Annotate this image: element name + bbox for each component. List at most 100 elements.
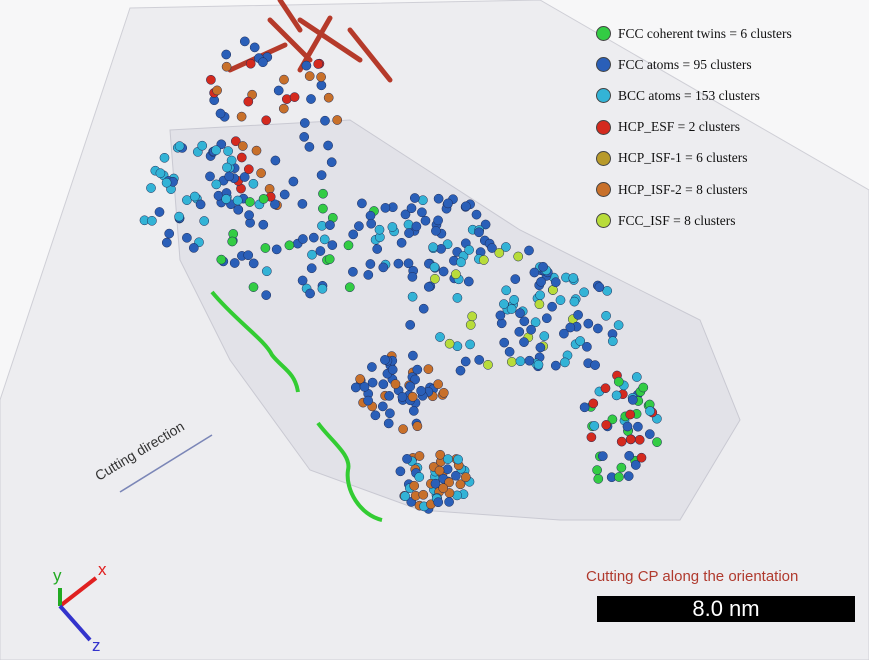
atom xyxy=(575,336,586,346)
atom xyxy=(355,374,365,384)
atom xyxy=(560,357,570,368)
atom xyxy=(408,350,418,361)
atom xyxy=(367,362,377,372)
atom xyxy=(444,497,454,507)
legend-item: FCC_ISF = 8 clusters xyxy=(596,205,856,236)
atom xyxy=(582,341,592,352)
atom xyxy=(510,274,521,284)
atom xyxy=(613,320,624,330)
atom xyxy=(442,464,453,475)
atom xyxy=(316,80,327,91)
atom xyxy=(289,92,300,102)
atom xyxy=(385,408,395,419)
scale-bar: 8.0 nm xyxy=(597,596,855,622)
atom xyxy=(420,215,431,226)
atom xyxy=(501,242,511,252)
atom xyxy=(550,360,561,371)
atom xyxy=(593,474,604,484)
atom xyxy=(182,232,192,243)
atom xyxy=(633,421,643,432)
atom xyxy=(539,331,550,341)
atom xyxy=(601,310,611,321)
atom xyxy=(536,276,546,287)
x-axis-arrow xyxy=(58,576,98,608)
atom xyxy=(428,242,438,253)
atom xyxy=(258,219,269,230)
atom xyxy=(327,240,338,250)
atom xyxy=(387,222,398,232)
atom xyxy=(638,382,649,393)
atom xyxy=(174,141,185,151)
atom xyxy=(304,71,315,81)
atom xyxy=(155,168,166,179)
atom xyxy=(316,170,327,180)
atom xyxy=(625,434,636,445)
atom xyxy=(398,424,408,434)
atom xyxy=(568,273,579,283)
atom xyxy=(589,421,600,431)
atom xyxy=(435,332,445,342)
axes-triad xyxy=(58,576,98,642)
atom xyxy=(301,60,312,71)
atom xyxy=(315,246,326,256)
atom xyxy=(607,336,618,347)
atom xyxy=(229,258,240,268)
atom xyxy=(372,244,383,254)
atom xyxy=(526,324,536,335)
atom xyxy=(248,178,259,189)
atom xyxy=(586,432,597,443)
atom xyxy=(409,480,420,491)
atom xyxy=(243,96,254,107)
atom xyxy=(323,92,334,103)
y-axis-label: y xyxy=(53,566,62,585)
atom xyxy=(463,276,474,287)
atom xyxy=(215,108,226,119)
atom xyxy=(499,299,509,309)
atom xyxy=(506,357,517,367)
atom xyxy=(495,310,506,321)
atom xyxy=(284,240,295,251)
atom xyxy=(395,466,406,477)
atom xyxy=(248,258,259,269)
atom xyxy=(278,103,289,114)
atom xyxy=(417,207,427,218)
atom xyxy=(319,234,330,245)
atom xyxy=(456,257,466,268)
atom xyxy=(239,36,250,47)
atom xyxy=(480,219,491,230)
atom xyxy=(515,356,526,367)
atom xyxy=(529,267,540,278)
atom xyxy=(406,203,417,214)
atom xyxy=(297,199,308,209)
atom xyxy=(154,207,165,217)
legend-swatch xyxy=(596,57,611,73)
atom xyxy=(298,234,308,244)
atom xyxy=(601,420,612,430)
atom xyxy=(506,304,517,314)
atom xyxy=(593,323,603,334)
atom xyxy=(623,471,634,481)
legend-swatch xyxy=(596,182,611,198)
atom xyxy=(318,188,328,199)
atom xyxy=(324,254,335,264)
atom xyxy=(366,218,377,229)
atom xyxy=(645,406,655,416)
atom xyxy=(261,115,272,126)
atom xyxy=(624,450,635,461)
atom xyxy=(411,221,422,232)
atom xyxy=(579,287,589,298)
atom xyxy=(273,85,284,96)
atom xyxy=(363,270,374,280)
atom xyxy=(611,390,622,401)
atom xyxy=(316,72,326,82)
atom xyxy=(243,250,254,261)
atom xyxy=(600,383,611,394)
atom xyxy=(227,236,238,247)
atom xyxy=(271,244,282,255)
atom xyxy=(474,355,485,365)
atom xyxy=(374,224,385,235)
atom xyxy=(279,74,289,85)
legend-swatch xyxy=(596,26,611,42)
atom xyxy=(616,436,627,447)
legend-label: FCC atoms = 95 clusters xyxy=(618,56,752,72)
